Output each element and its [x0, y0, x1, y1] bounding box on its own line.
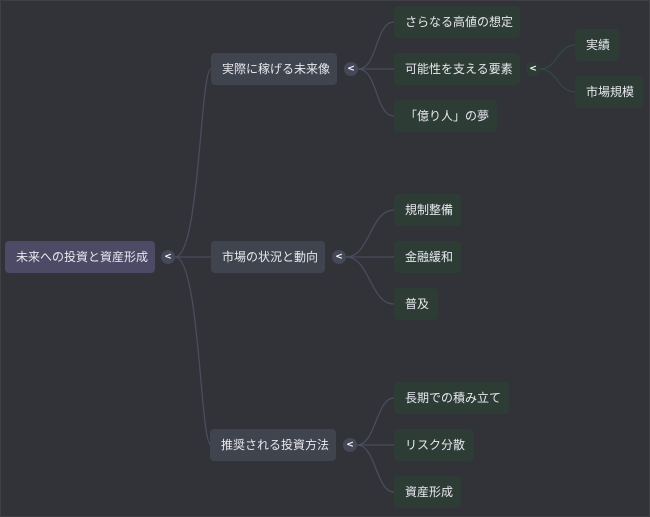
leaf-node[interactable]: 金融緩和 — [394, 241, 461, 273]
collapse-toggle[interactable]: < — [526, 62, 540, 76]
collapse-toggle[interactable]: < — [343, 438, 357, 452]
leaf-node[interactable]: 長期での積み立て — [394, 382, 509, 414]
leaf-node[interactable]: 可能性を支える要素 — [394, 53, 520, 85]
root-node[interactable]: 未来への投資と資産形成 — [5, 241, 155, 273]
leaf-node[interactable]: リスク分散 — [394, 429, 474, 461]
leaf-node[interactable]: 「億り人」の夢 — [394, 100, 497, 132]
branch-node[interactable]: 推奨される投資方法 — [210, 429, 336, 461]
leaf-node[interactable]: 市場規模 — [575, 76, 643, 108]
leaf-node[interactable]: 実績 — [575, 29, 619, 61]
leaf-node[interactable]: 資産形成 — [394, 476, 461, 508]
branch-node[interactable]: 実際に稼げる未来像 — [211, 53, 337, 85]
leaf-node[interactable]: 規制整備 — [394, 194, 461, 226]
collapse-toggle[interactable]: < — [332, 250, 346, 264]
collapse-toggle[interactable]: < — [344, 62, 358, 76]
branch-node[interactable]: 市場の状況と動向 — [211, 241, 325, 273]
collapse-toggle[interactable]: < — [161, 250, 175, 264]
leaf-node[interactable]: さらなる高値の想定 — [394, 6, 520, 38]
leaf-node[interactable]: 普及 — [394, 288, 438, 320]
